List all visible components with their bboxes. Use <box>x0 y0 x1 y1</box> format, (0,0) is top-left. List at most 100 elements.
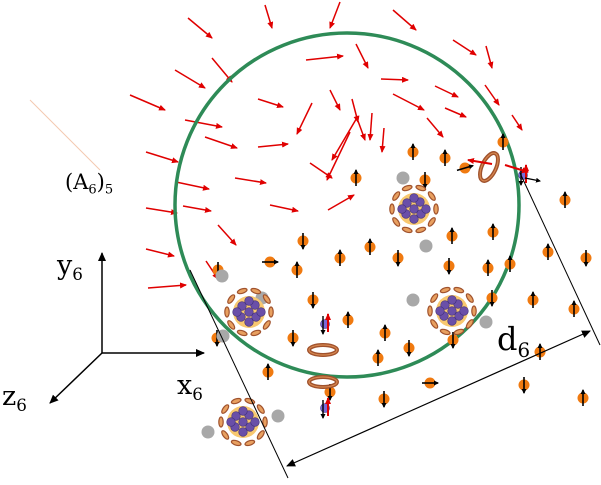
particle-icon <box>342 311 354 328</box>
particle-icon <box>542 243 554 260</box>
particle-icon <box>403 340 415 357</box>
pion-icon <box>320 313 331 335</box>
nucleus-icon <box>427 286 477 336</box>
extension-line-right <box>519 172 601 346</box>
particle-icon <box>291 261 303 278</box>
field-arrow-icon <box>175 181 210 191</box>
particle-icon <box>419 172 431 189</box>
field-arrow-icon <box>264 4 274 29</box>
field-arrow-icon <box>511 114 523 131</box>
field-arrow-icon <box>467 158 493 165</box>
field-arrow-icon <box>309 162 333 179</box>
vortex-ring-icon <box>478 151 500 183</box>
beam-trace <box>29 99 101 171</box>
particle-icon <box>446 227 458 244</box>
field-arrow-icon <box>234 177 267 186</box>
field-arrow-icon <box>484 84 500 106</box>
field-arrows <box>129 1 523 289</box>
particle-icon <box>439 149 451 166</box>
particle-icon <box>487 223 499 240</box>
vortex-ring-icon <box>307 375 339 389</box>
field-arrow-icon <box>129 94 166 111</box>
particle-icon <box>482 259 494 276</box>
particle-icon <box>486 290 498 307</box>
particle-icon <box>443 258 455 275</box>
particle-icon <box>262 256 279 268</box>
neutral-particle-icon <box>215 269 229 283</box>
particle-icon <box>559 191 571 208</box>
field-arrow-icon <box>269 204 299 213</box>
neutral-particle-icon <box>396 171 410 185</box>
nucleus-icon <box>218 397 268 447</box>
particle-icon <box>422 377 439 389</box>
particle-icon <box>350 169 362 186</box>
field-arrow-icon <box>296 102 313 135</box>
field-arrow-icon <box>257 141 289 148</box>
field-arrow-icon <box>145 248 175 258</box>
nucleus-icon <box>224 287 274 337</box>
neutral-particle-icon <box>271 409 285 423</box>
particle-icon <box>580 250 592 267</box>
field-arrow-icon <box>504 164 529 174</box>
field-arrow-icon <box>145 151 179 164</box>
set-label: (A6)5 <box>65 170 114 198</box>
particle-icon <box>262 363 274 380</box>
particle-icon <box>297 233 309 250</box>
particle-icon <box>407 143 419 160</box>
pion-icon <box>518 164 529 186</box>
distance-line <box>286 330 591 467</box>
particle-icon <box>518 377 530 394</box>
field-arrow-icon <box>379 127 386 153</box>
field-arrow-icon <box>145 207 178 216</box>
field-arrow-icon <box>380 76 409 83</box>
extension-line-left <box>189 269 289 479</box>
field-arrow-icon <box>204 136 238 149</box>
field-arrow-icon <box>327 194 355 211</box>
particle-icon <box>364 238 376 255</box>
field-arrow-icon <box>326 131 351 181</box>
field-arrow-icon <box>184 119 223 129</box>
field-arrow-icon <box>331 115 359 161</box>
field-arrow-icon <box>329 1 341 29</box>
field-arrow-icon <box>174 69 206 89</box>
field-arrow-icon <box>367 112 374 141</box>
neutral-particle-icon <box>201 425 215 439</box>
coordinate-axes <box>49 252 205 404</box>
nucleus-icon <box>389 184 439 234</box>
field-arrow-icon <box>452 39 477 56</box>
neutral-particles <box>201 171 493 439</box>
field-arrow-icon <box>392 9 417 31</box>
particle-icon <box>372 349 384 366</box>
x-axis-label: x6 <box>177 370 203 404</box>
field-arrow-icon <box>305 53 344 61</box>
y-axis-label: y6 <box>57 250 83 284</box>
vortex-ring-icon <box>307 343 339 357</box>
particle-icon <box>334 249 346 266</box>
field-arrow-icon <box>444 107 467 118</box>
particle-icon <box>497 133 509 150</box>
field-arrow-icon <box>147 282 187 289</box>
field-arrow-icon <box>329 89 341 111</box>
field-arrow-icon <box>187 17 213 39</box>
particle-icon <box>577 389 589 406</box>
z-axis-label: z6 <box>2 381 27 415</box>
neutral-particle-icon <box>479 315 493 329</box>
particle-icon <box>392 250 404 267</box>
neutral-particle-icon <box>419 239 433 253</box>
particle-icon <box>307 292 319 309</box>
particle-icon <box>378 391 390 408</box>
pion-icon <box>320 397 331 419</box>
field-arrow-icon <box>357 120 366 141</box>
nuclei <box>218 184 477 447</box>
field-arrow-icon <box>355 43 369 69</box>
z-axis <box>49 352 103 404</box>
particle-icon <box>379 324 391 341</box>
field-arrow-icon <box>426 117 444 138</box>
particle-icon <box>568 300 580 317</box>
distance-label: d6 <box>497 320 531 362</box>
field-arrow-icon <box>217 224 237 246</box>
field-arrow-icon <box>392 93 425 111</box>
distance-dimension <box>189 172 601 479</box>
